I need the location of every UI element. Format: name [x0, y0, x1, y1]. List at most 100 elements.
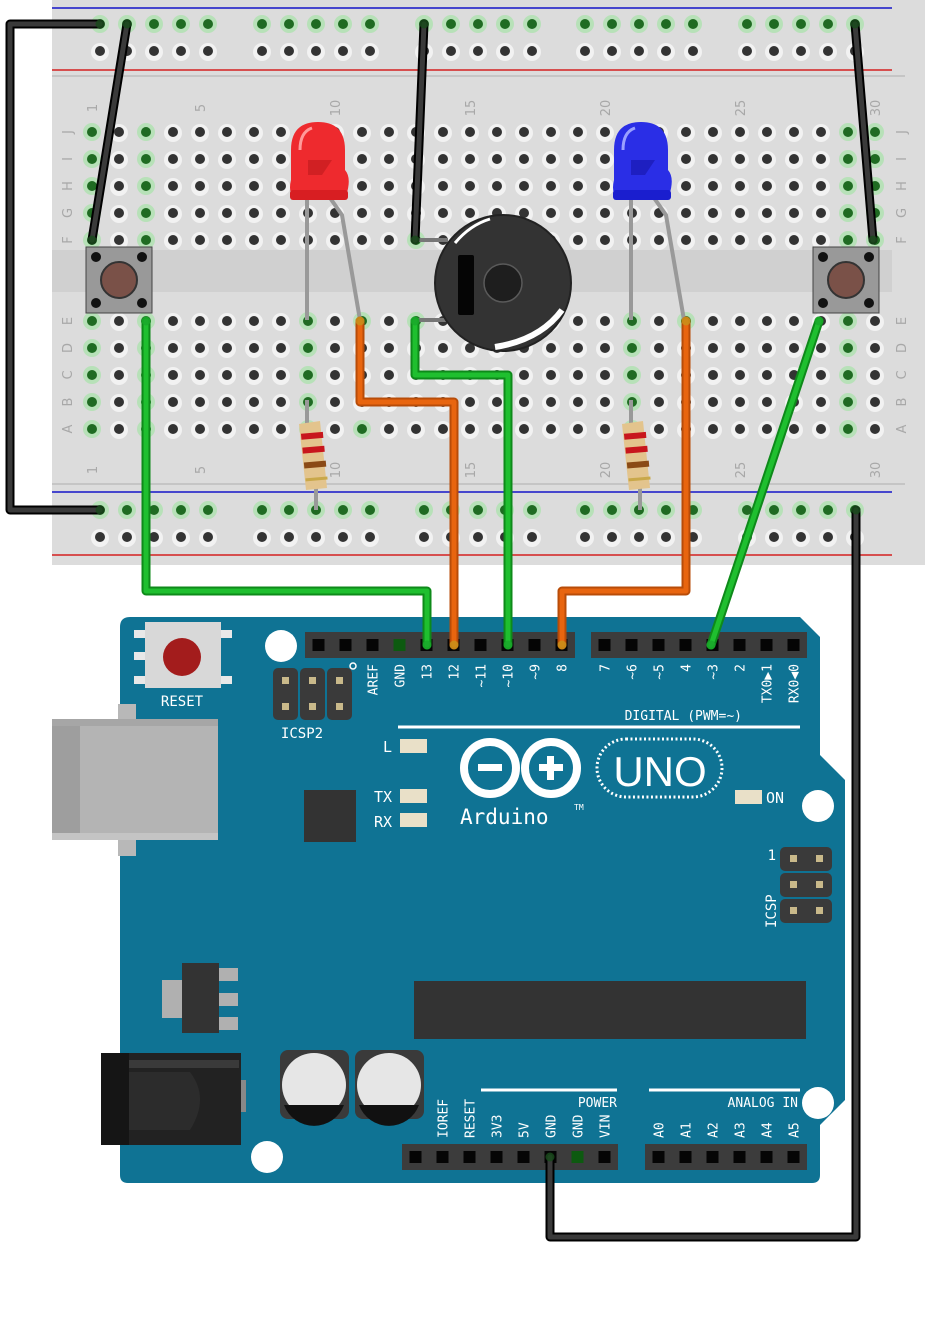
header-pin[interactable]	[366, 639, 379, 651]
breadboard-hole	[249, 181, 259, 191]
header-pin[interactable]	[679, 1151, 692, 1163]
rail-hole	[634, 46, 644, 56]
rail-hole	[580, 532, 590, 542]
header-pin[interactable]	[312, 639, 325, 651]
reset-button[interactable]	[134, 622, 232, 688]
red-led[interactable]	[290, 122, 362, 321]
breadboard-hole	[816, 343, 826, 353]
wire-black-rail-to-right-button[interactable]	[850, 19, 878, 245]
header-pin[interactable]	[706, 1151, 719, 1163]
rail-hole	[257, 532, 267, 542]
breadboard-hole	[762, 370, 772, 380]
header-pin[interactable]	[652, 639, 665, 651]
header-pin[interactable]	[652, 1151, 665, 1163]
breadboard-hole	[600, 343, 610, 353]
wire-orange-red-led-to-pin12[interactable]	[355, 316, 459, 650]
header-pin[interactable]	[598, 639, 611, 651]
breadboard-hole	[735, 127, 745, 137]
gnd-pin-connected[interactable]	[393, 639, 406, 651]
rail-hole-center	[742, 19, 752, 29]
piezo-buzzer[interactable]	[415, 214, 572, 352]
breadboard-hole	[762, 397, 772, 407]
header-pin[interactable]	[733, 639, 746, 651]
header-pin[interactable]	[528, 639, 541, 651]
breadboard-hole-center	[843, 316, 853, 326]
breadboard-hole	[762, 127, 772, 137]
breadboard-hole	[654, 370, 664, 380]
breadboard-hole-center	[87, 424, 97, 434]
breadboard-hole	[573, 208, 583, 218]
row-letter-label: A	[895, 424, 910, 433]
rail-hole-center	[419, 505, 429, 515]
rail-hole	[365, 532, 375, 542]
rail-hole	[823, 532, 833, 542]
header-pin[interactable]	[409, 1151, 422, 1163]
resistor-1[interactable]	[299, 400, 328, 510]
rail-hole	[769, 46, 779, 56]
wire-green-left-button-to-pin13[interactable]	[141, 316, 432, 650]
column-number-label: 10	[329, 462, 344, 479]
header-pin[interactable]	[436, 1151, 449, 1163]
wire-orange-blue-led-to-pin8[interactable]	[557, 316, 691, 650]
column-number-label: 20	[599, 462, 614, 479]
row-letter-label: F	[895, 236, 910, 243]
header-pin[interactable]	[760, 1151, 773, 1163]
rail-hole-center	[769, 19, 779, 29]
header-pin[interactable]	[517, 1151, 530, 1163]
led-tx-label: TX	[374, 788, 392, 806]
resistor-2[interactable]	[622, 400, 651, 510]
breadboard-hole	[465, 424, 475, 434]
breadboard-hole	[249, 424, 259, 434]
header-pin[interactable]	[733, 1151, 746, 1163]
header-pin[interactable]	[598, 1151, 611, 1163]
breadboard-hole	[195, 181, 205, 191]
header-pin[interactable]	[760, 639, 773, 651]
rail-hole-center	[446, 19, 456, 29]
breadboard-hole	[330, 316, 340, 326]
pin-label: ~11	[475, 664, 490, 687]
blue-led[interactable]	[613, 122, 686, 321]
rail-hole	[742, 46, 752, 56]
wire-black-top-left-rail-loop[interactable]	[5, 19, 105, 515]
breadboard-hole	[276, 397, 286, 407]
wire-black-rail-to-left-button[interactable]	[87, 19, 132, 245]
breadboard-hole	[870, 316, 880, 326]
breadboard-hole	[276, 343, 286, 353]
breadboard-hole	[681, 208, 691, 218]
breadboard-hole	[708, 154, 718, 164]
breadboard-hole	[573, 316, 583, 326]
header-pin[interactable]	[463, 1151, 476, 1163]
wire-green-buzzer-to-pin10[interactable]	[410, 316, 513, 650]
breadboard-hole	[114, 181, 124, 191]
breadboard-hole	[384, 343, 394, 353]
rail-hole-center	[338, 19, 348, 29]
header-pin[interactable]	[679, 639, 692, 651]
pushbutton-right[interactable]	[812, 246, 880, 314]
header-pin[interactable]	[490, 1151, 503, 1163]
led-rx	[400, 813, 427, 827]
gnd-pin-connected[interactable]	[571, 1151, 584, 1163]
header-pin[interactable]	[787, 1151, 800, 1163]
row-letter-label: G	[61, 208, 76, 218]
wire-black-gnd-to-bottom-rail[interactable]	[545, 505, 861, 1242]
pin-label: ~3	[707, 664, 722, 680]
rail-hole-center	[311, 19, 321, 29]
breadboard-hole	[573, 127, 583, 137]
wire-endpoint	[706, 640, 716, 650]
breadboard-hole-center	[87, 316, 97, 326]
rail-hole-center	[661, 19, 671, 29]
breadboard-hole	[870, 424, 880, 434]
header-pin[interactable]	[474, 639, 487, 651]
pin-label: A2	[707, 1122, 722, 1138]
rail-hole-center	[796, 19, 806, 29]
header-pin[interactable]	[339, 639, 352, 651]
header-pin[interactable]	[787, 639, 800, 651]
wire-endpoint	[814, 316, 824, 326]
pin-label: 7	[599, 664, 614, 672]
header-pin[interactable]	[625, 639, 638, 651]
wire-black-rail-to-buzzer[interactable]	[410, 19, 429, 245]
pushbutton-left[interactable]	[85, 246, 153, 314]
wire-green-right-button-to-pin3[interactable]	[706, 316, 824, 650]
breadboard-hole	[600, 127, 610, 137]
mounting-hole	[802, 790, 834, 822]
